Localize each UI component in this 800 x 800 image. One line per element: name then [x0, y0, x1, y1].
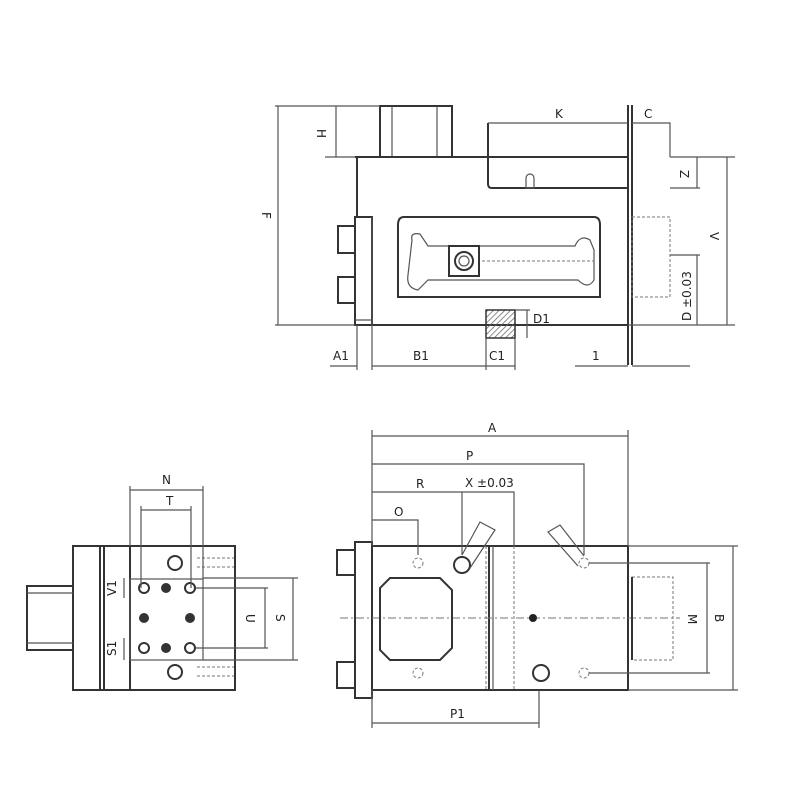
pin-icon — [529, 614, 537, 622]
dim-P: P — [466, 449, 473, 463]
dim-V: V — [707, 232, 721, 241]
dim-N: N — [162, 473, 171, 487]
knob — [336, 549, 356, 576]
dim-A1: A1 — [333, 349, 349, 363]
top-block — [379, 105, 453, 158]
dim-V1: V1 — [105, 580, 119, 596]
window — [379, 577, 453, 661]
screw-icon — [453, 556, 471, 574]
screw-icon — [525, 173, 535, 189]
dim-D1: D1 — [533, 312, 550, 326]
side-plate — [354, 216, 373, 326]
dim-M: M — [685, 614, 699, 624]
dim-1: 1 — [592, 349, 600, 363]
dim-B1: B1 — [413, 349, 429, 363]
dim-K: K — [555, 107, 564, 121]
dim-P1: P1 — [450, 707, 465, 721]
hatched-key — [485, 309, 516, 339]
shaft — [26, 585, 74, 651]
lever-slot — [407, 233, 595, 291]
dim-B: B — [712, 614, 726, 622]
dim-D: D ±0.03 — [680, 271, 694, 321]
slot — [397, 216, 601, 298]
plan-view: A P R X ±0.03 O M B P1 — [336, 421, 738, 728]
knob — [337, 225, 356, 254]
dim-S1: S1 — [105, 641, 119, 656]
dim-H: H — [314, 129, 328, 138]
screw-icon — [167, 664, 183, 680]
dim-A: A — [488, 421, 497, 435]
dim-C: C — [644, 107, 652, 121]
hole-pattern — [138, 582, 196, 654]
dim-F: F — [259, 212, 273, 219]
dim-Z: Z — [677, 170, 691, 178]
screw-icon — [167, 555, 183, 571]
knob — [336, 661, 356, 689]
dim-X: X ±0.03 — [465, 476, 514, 490]
dim-T: T — [165, 494, 174, 508]
dim-O: O — [394, 505, 403, 519]
body-outline — [355, 156, 628, 326]
side-view: F H K C Z V D ±0.03 D1 A1 B1 C1 1 — [259, 105, 735, 370]
dim-U: U — [243, 614, 257, 623]
dim-S: S — [273, 614, 287, 622]
dim-R: R — [416, 477, 424, 491]
dim-C1: C1 — [489, 349, 505, 363]
end-view: N T V1 S1 U S — [26, 473, 298, 691]
screw-icon — [532, 664, 550, 682]
body — [72, 545, 236, 691]
knob — [337, 276, 356, 304]
side-plate — [354, 541, 373, 699]
